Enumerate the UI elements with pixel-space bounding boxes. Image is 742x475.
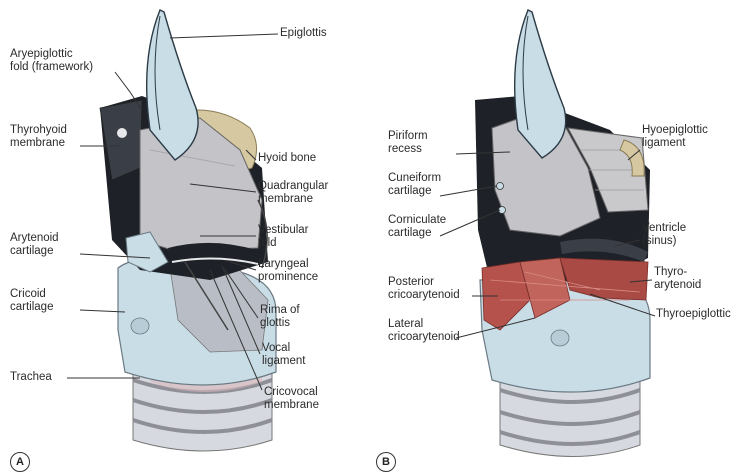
label-hyoepiglottic-ligament: Hyoepiglottic ligament (642, 124, 708, 150)
label-ventricle: Ventricle (sinus) (642, 222, 686, 248)
label-arytenoid-cartilage: Arytenoid cartilage (10, 232, 59, 258)
label-aryepiglottic-fold: Aryepiglottic fold (framework) (10, 48, 93, 74)
label-piriform-recess: Piriform recess (388, 130, 428, 156)
label-laryngeal-prominence: Laryngeal prominence (258, 258, 318, 284)
label-thyrohyoid-membrane: Thyrohyoid membrane (10, 124, 67, 150)
label-hyoid-bone: Hyoid bone (258, 152, 316, 165)
label-lateral-cricoarytenoid: Lateral cricoarytenoid (388, 318, 460, 344)
label-quadrangular-membrane: Quadrangular membrane (258, 180, 328, 206)
label-thyroepiglottic: Thyroepiglottic (656, 308, 731, 321)
label-cricovocal-membrane: Cricovocal membrane (264, 386, 319, 412)
label-vestibular-fold: Vestibular fold (258, 224, 309, 250)
label-posterior-cricoarytenoid: Posterior cricoarytenoid (388, 276, 460, 302)
panel-letter-a: A (10, 452, 30, 472)
label-trachea: Trachea (10, 371, 52, 384)
label-cricoid-cartilage: Cricoid cartilage (10, 288, 53, 314)
label-corniculate-cartilage: Corniculate cartilage (388, 214, 446, 240)
label-rima-of-glottis: Rima of glottis (260, 304, 300, 330)
panel-letter-b: B (376, 452, 396, 472)
label-thyroarytenoid: Thyro- arytenoid (654, 266, 701, 292)
epiglottis-b (515, 10, 566, 158)
label-vocal-ligament: Vocal ligament (262, 342, 305, 368)
larynx-illustration-a (100, 10, 276, 451)
label-epiglottis: Epiglottis (280, 27, 327, 40)
larynx-illustration-b (475, 10, 650, 457)
label-cuneiform-cartilage: Cuneiform cartilage (388, 172, 441, 198)
